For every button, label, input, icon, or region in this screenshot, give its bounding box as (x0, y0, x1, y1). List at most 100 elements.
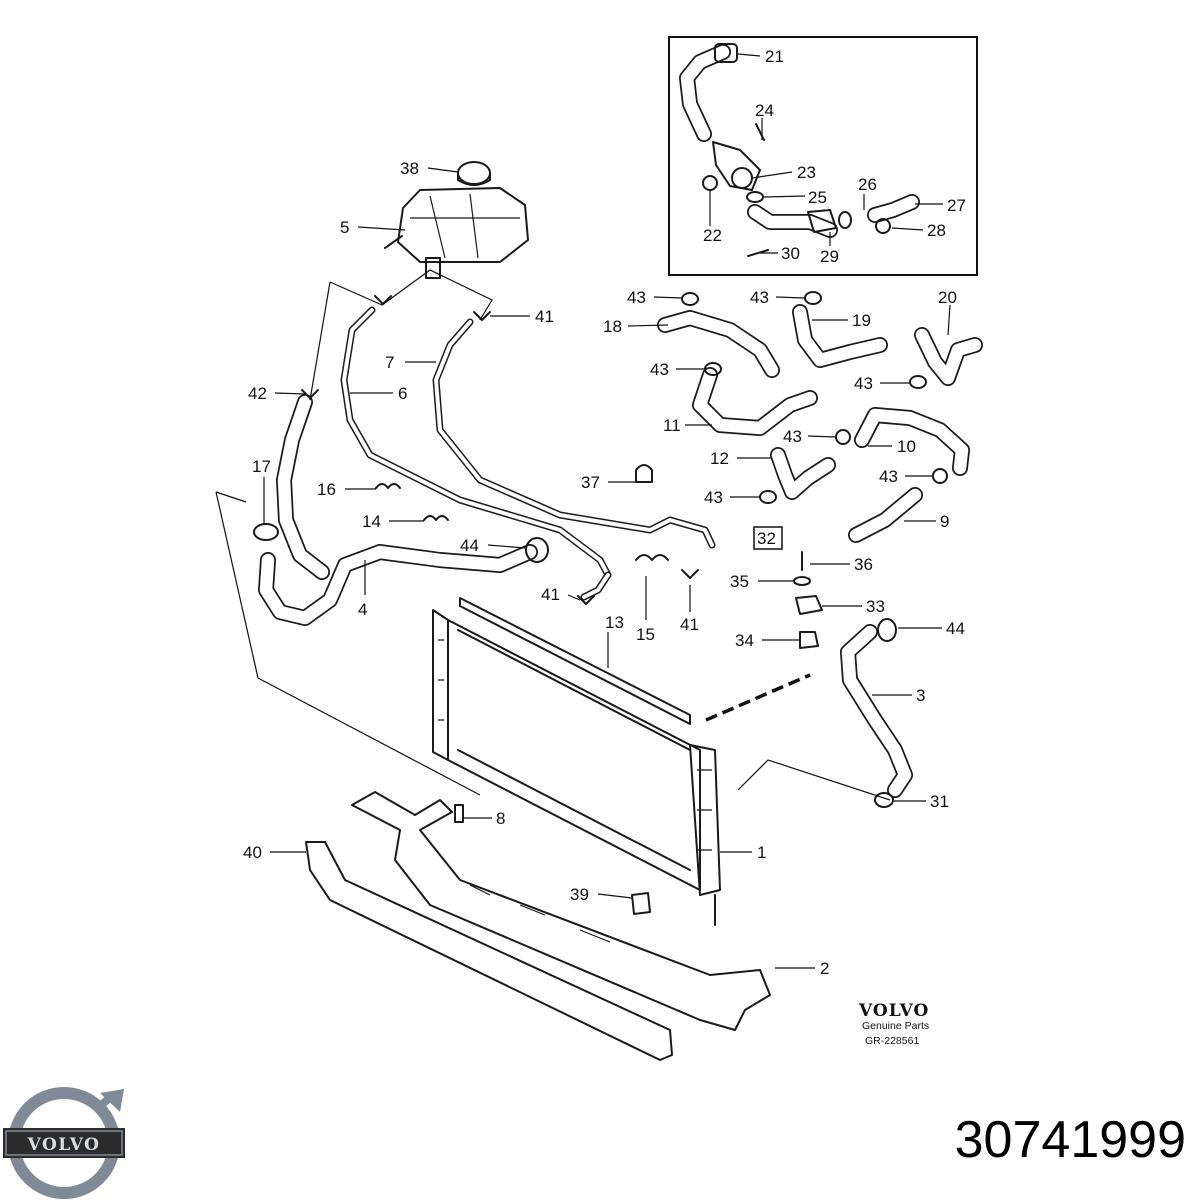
reference-box-32 (753, 526, 783, 550)
dashed-mount-line (705, 673, 811, 722)
clamp-44-left (525, 537, 549, 563)
clip-16 (375, 483, 401, 489)
callout-11: 11 (663, 416, 681, 435)
clamp-31 (874, 792, 894, 808)
clip-15 (635, 554, 669, 561)
brand-wordmark: VOLVO (858, 1001, 929, 1021)
clamp-43-c (909, 375, 927, 389)
clamp-43-b (804, 291, 822, 305)
callout-29: 29 (820, 247, 839, 266)
callout-40: 40 (243, 843, 262, 862)
callout-19: 19 (852, 311, 871, 330)
o-ring-25 (746, 191, 764, 203)
callout-26: 26 (858, 175, 877, 194)
plug-8 (454, 804, 464, 823)
volvo-iron-mark-icon: VOLVO (3, 1087, 125, 1199)
clip-41-right-lower (681, 569, 699, 579)
clip-41-right (473, 311, 491, 321)
logo-band (3, 1128, 125, 1158)
callout-9: 9 (940, 512, 949, 531)
callout-43-e: 43 (783, 427, 802, 446)
callout-38: 38 (400, 159, 419, 178)
radiator-assembly (432, 597, 811, 926)
radiator-tank-right (689, 744, 721, 896)
radiator-core-1 (447, 619, 701, 891)
o-ring-26 (838, 211, 852, 229)
hose-group-right (657, 291, 983, 543)
bracket-33 (795, 595, 823, 615)
genuine-parts-block: VOLVO Genuine Parts GR-228561 (858, 1001, 929, 1047)
logo-wordmark: VOLVO (27, 1135, 101, 1155)
clamp-43-f (759, 490, 777, 504)
seal-13 (459, 597, 691, 725)
callout-labels: 21 24 23 25 22 26 27 28 29 30 38 5 41 7 … (243, 47, 966, 978)
callout-39: 39 (570, 885, 589, 904)
callout-41-lower: 41 (541, 585, 560, 604)
bolt-30 (747, 249, 769, 257)
cross-member-2 (351, 791, 771, 1031)
callout-7: 7 (385, 353, 394, 372)
drawing-code: GR-228561 (865, 1035, 919, 1047)
radiator-tank-left (432, 609, 449, 761)
washer-35 (793, 576, 811, 586)
clamp-43-g (932, 468, 948, 484)
callout-34: 34 (735, 631, 754, 650)
inset-thermostat-assembly (668, 36, 978, 276)
callout-5: 5 (340, 218, 349, 237)
callout-3: 3 (916, 686, 925, 705)
callout-37: 37 (581, 473, 600, 492)
callout-28: 28 (927, 221, 946, 240)
callout-44-right: 44 (946, 619, 965, 638)
seal-22 (702, 175, 718, 191)
bolt-24 (755, 123, 765, 141)
callout-20: 20 (938, 288, 957, 307)
callout-32: 32 (757, 529, 776, 548)
brand-subtitle: Genuine Parts (862, 1020, 929, 1032)
inset-frame (668, 36, 978, 276)
mount-34 (799, 631, 819, 649)
callout-1: 1 (757, 843, 766, 862)
callout-6: 6 (398, 384, 407, 403)
callout-24: 24 (755, 101, 774, 120)
callout-15: 15 (636, 625, 655, 644)
callout-30: 30 (781, 244, 800, 263)
callout-35: 35 (730, 572, 749, 591)
callout-36: 36 (854, 555, 873, 574)
callout-18: 18 (603, 317, 622, 336)
mount-39 (631, 892, 651, 915)
expansion-tank-5 (397, 187, 529, 263)
callout-17: 17 (252, 457, 271, 476)
strip-40 (305, 841, 673, 1061)
callout-13: 13 (605, 613, 624, 632)
callout-44-left: 44 (460, 536, 479, 555)
clamp-43-e (835, 429, 851, 445)
hose-21-end (714, 43, 738, 63)
callout-12: 12 (710, 449, 729, 468)
callout-10: 10 (897, 437, 916, 456)
callout-4: 4 (358, 600, 367, 619)
callout-23: 23 (797, 163, 816, 182)
expansion-tank-group (384, 161, 529, 279)
clamp-43-a (681, 292, 699, 306)
callout-43-g: 43 (879, 467, 898, 486)
callout-25: 25 (808, 188, 827, 207)
callout-14: 14 (362, 512, 381, 531)
callout-2: 2 (820, 959, 829, 978)
callout-43-d: 43 (650, 360, 669, 379)
callout-43-b: 43 (750, 288, 769, 307)
housing-port (731, 167, 753, 189)
callout-21: 21 (765, 47, 784, 66)
callout-43-a: 43 (627, 288, 646, 307)
thermostat-housing-23 (712, 141, 761, 191)
callout-22: 22 (703, 226, 722, 245)
clamp-44-right (877, 618, 897, 642)
callout-41-right: 41 (680, 615, 699, 634)
clamp-17 (253, 523, 279, 541)
clip-37 (635, 464, 653, 483)
callout-31: 31 (930, 792, 949, 811)
tank-mount (384, 235, 403, 249)
callout-8: 8 (496, 809, 505, 828)
callout-41-top: 41 (535, 307, 554, 326)
callout-43-f: 43 (704, 488, 723, 507)
